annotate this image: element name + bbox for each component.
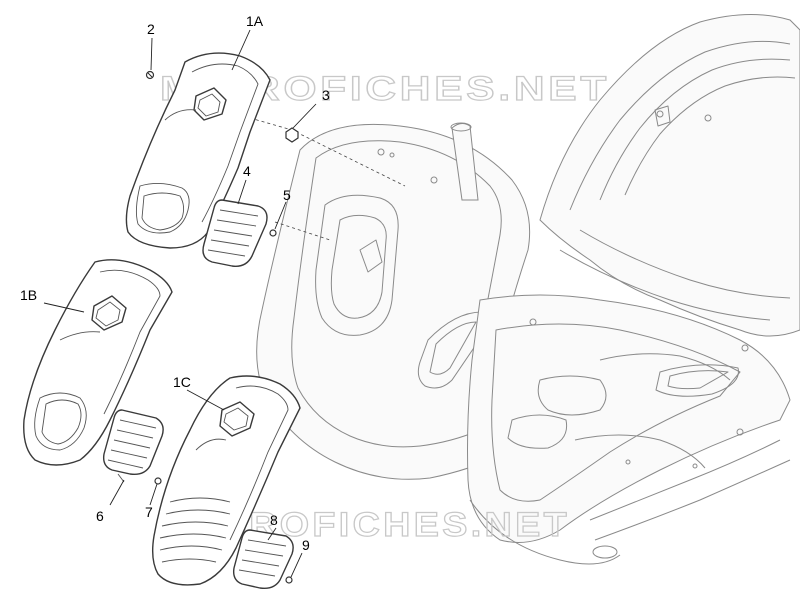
part-4-grille [202,199,268,267]
callout-5: 5 [283,187,291,203]
part-8-grille [232,529,294,590]
callout-1b: 1B [20,287,37,303]
callout-7: 7 [145,504,153,520]
callout-4: 4 [243,163,251,179]
part-2-screw [145,70,155,80]
scooter-body [256,14,800,565]
callout-9: 9 [302,537,310,553]
callout-1c: 1C [173,374,191,390]
part-9-screw [285,576,293,584]
callout-3: 3 [322,87,330,103]
part-1c-cover [151,375,301,586]
callout-1a: 1A [246,13,264,29]
callout-6: 6 [96,508,104,524]
callout-8: 8 [270,512,278,528]
part-5-screw [269,229,277,237]
part-6-grille [102,409,164,483]
leader-lines [43,29,317,578]
part-3-nut [285,127,299,143]
callout-2: 2 [147,21,155,37]
part-1a-cover [125,52,271,249]
part-1b-cover [23,259,173,466]
part-7-screw [154,477,162,485]
